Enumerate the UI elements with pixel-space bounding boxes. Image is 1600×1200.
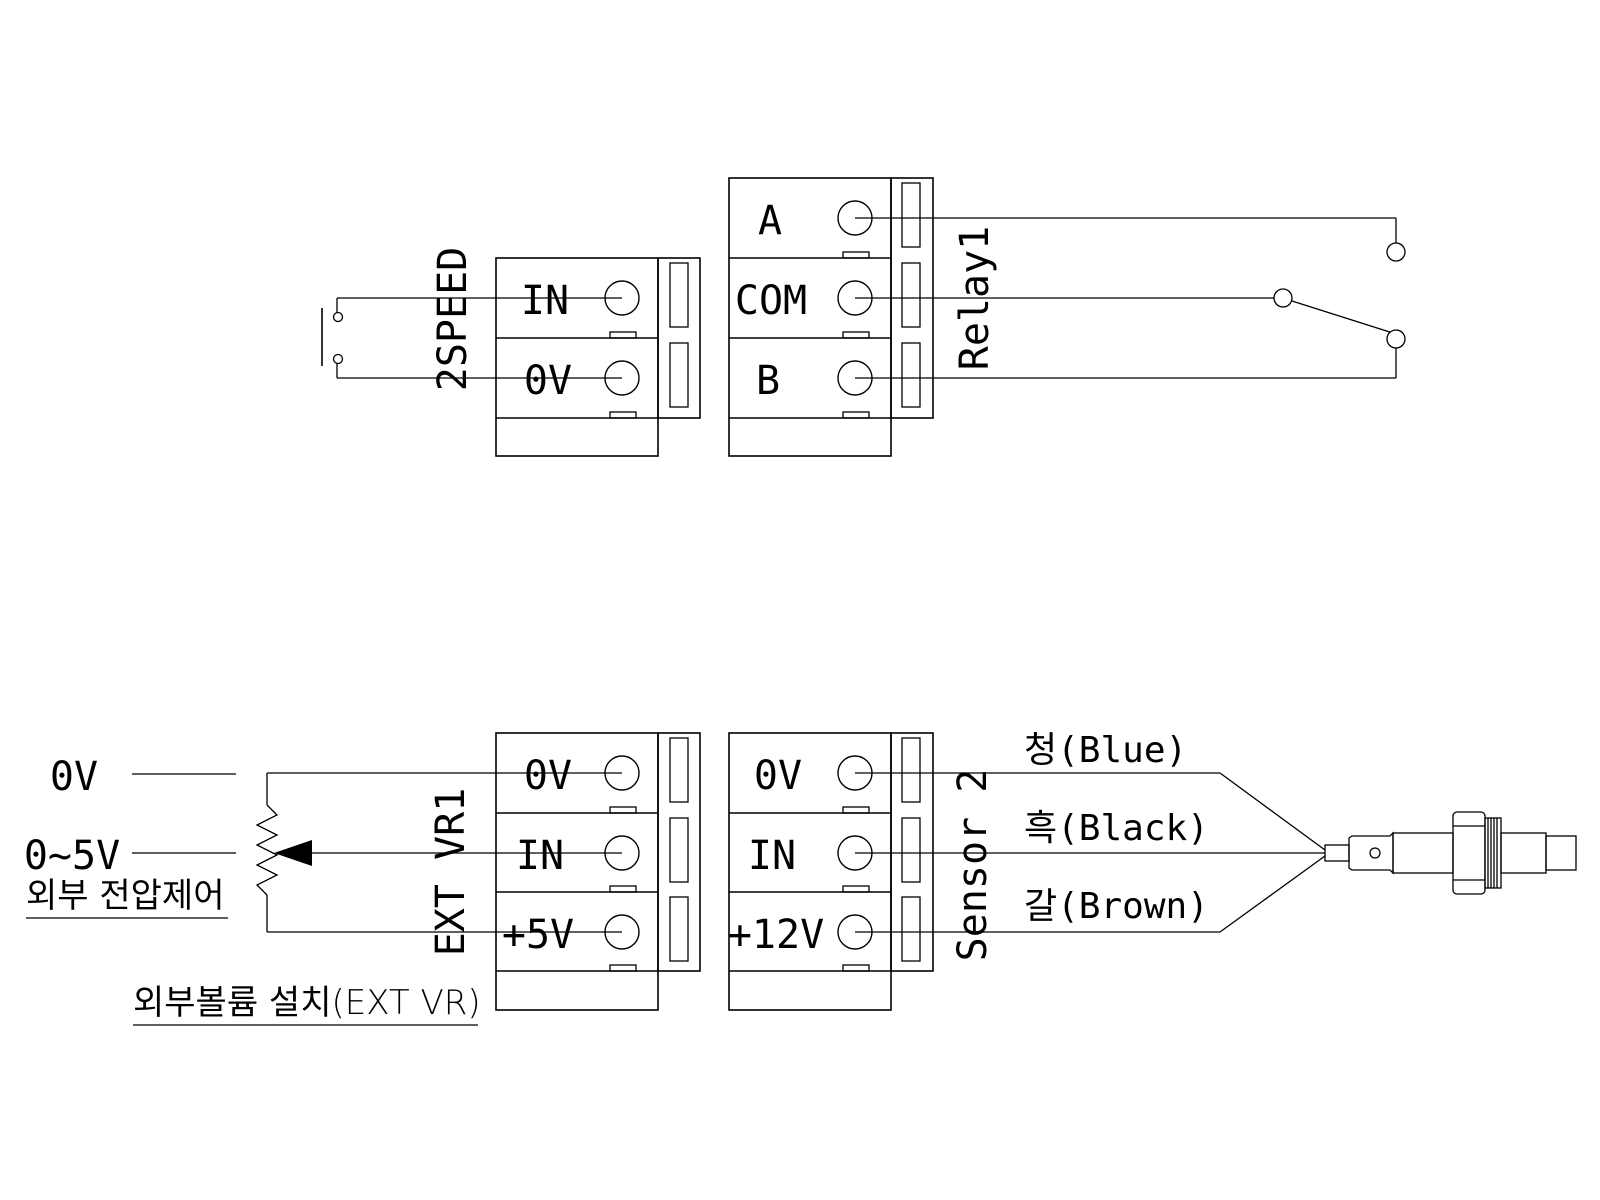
ext-volume-caption: 외부볼륨 설치(EXT VR) — [133, 983, 481, 1023]
voltage-label-0v: 0V — [50, 754, 98, 800]
terminal-label-in: IN — [748, 833, 796, 879]
wiper-arrow-icon — [274, 840, 312, 866]
terminal-label-0v: 0V — [524, 753, 572, 799]
wire-label-black: 흑(Black) — [1024, 808, 1209, 849]
wire-label-blue: 청(Blue) — [1024, 730, 1187, 771]
relay-terminal-block: A COM B Relay1 — [728, 177, 998, 457]
terminal-label-12v: +12V — [728, 912, 824, 958]
terminal-label-b: B — [756, 358, 780, 404]
speed-terminal-block: IN 0V 2SPEED — [430, 247, 701, 457]
terminal-label-in: IN — [516, 833, 564, 879]
terminal-label-0v: 0V — [754, 753, 802, 799]
ext-vr-terminal-block: 0V IN +5V EXT VR1 — [428, 732, 701, 1011]
voltage-control-caption: 외부 전압제어 — [26, 876, 225, 916]
voltage-label-0-5v: 0~5V — [24, 833, 120, 879]
terminal-label-a: A — [758, 198, 782, 244]
terminal-label-in: IN — [521, 278, 569, 324]
speed-block-label: 2SPEED — [430, 247, 476, 392]
terminal-label-0v: 0V — [524, 358, 572, 404]
proximity-sensor — [1324, 811, 1577, 895]
potentiometer — [132, 772, 622, 933]
terminal-label-com: COM — [735, 278, 807, 324]
sensor-cable — [855, 772, 1326, 933]
wire-label-brown: 갈(Brown) — [1024, 886, 1209, 927]
ext-vr-block-label: EXT VR1 — [428, 788, 474, 957]
relay-contact-circuit — [855, 217, 1406, 379]
sensor-block-label: Sensor 2 — [950, 769, 996, 962]
terminal-label-5v: +5V — [502, 912, 574, 958]
two-speed-switch — [321, 297, 622, 379]
sensor-terminal-block: 0V IN +12V Sensor 2 — [728, 732, 996, 1011]
